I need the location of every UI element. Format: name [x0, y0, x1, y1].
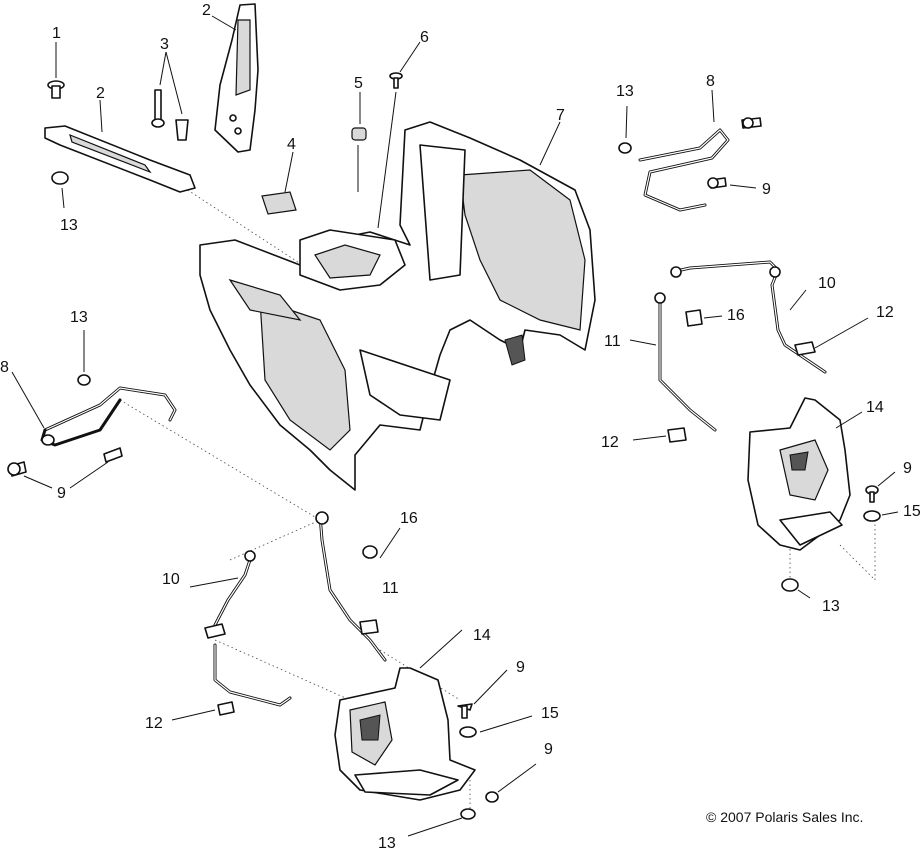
- callout-9-left: 9: [57, 485, 66, 502]
- callout-4: 4: [287, 136, 296, 153]
- callout-12-right-lower: 12: [601, 434, 619, 451]
- callout-12-right-upper: 12: [876, 304, 894, 321]
- callout-13-right-upper: 13: [616, 83, 634, 100]
- callout-2-upright: 2: [202, 2, 211, 19]
- callout-1: 1: [52, 25, 61, 42]
- part-6-screw: [377, 41, 421, 229]
- callout-5: 5: [354, 75, 363, 92]
- callout-15-lower: 15: [541, 705, 559, 722]
- rod-linkage-right: [629, 260, 869, 443]
- callout-13-upper-left: 13: [60, 217, 78, 234]
- callout-11-right: 11: [604, 333, 621, 350]
- part-14-side-panel-lower: [334, 629, 537, 837]
- copyright-notice: © 2007 Polaris Sales Inc.: [706, 809, 863, 825]
- callout-9-lower-a: 9: [516, 659, 525, 676]
- part-7-leader: [539, 121, 561, 166]
- assembly-guide-lines: [119, 184, 876, 810]
- callout-16-right: 16: [727, 307, 745, 324]
- part-8-handle-right: [618, 89, 762, 212]
- callout-9-right-upper: 9: [762, 181, 771, 198]
- callout-6: 6: [420, 29, 429, 46]
- callout-10-right: 10: [818, 275, 836, 292]
- part-13-washer-upper-left: [51, 171, 69, 209]
- callout-10-lower: 10: [162, 571, 180, 588]
- callout-9-lower-b: 9: [544, 741, 553, 758]
- callout-7: 7: [556, 107, 565, 124]
- callout-12-lower: 12: [145, 715, 163, 732]
- callout-13-left: 13: [70, 309, 88, 326]
- callout-2-left: 2: [96, 85, 105, 102]
- part-1-push-rivet: [47, 42, 65, 99]
- callout-13-right-lower: 13: [822, 598, 840, 615]
- part-14-side-panel-right: [747, 397, 899, 599]
- callout-14-right: 14: [866, 399, 884, 416]
- callout-8-right: 8: [706, 73, 715, 90]
- callout-9-right-lower: 9: [903, 460, 912, 477]
- part-4-decal: [261, 151, 297, 215]
- callout-3: 3: [160, 36, 169, 53]
- front-fender-assembly: [199, 121, 596, 491]
- callout-8-left: 8: [0, 359, 9, 376]
- part-2-bracket-left: [44, 99, 196, 193]
- callout-14-lower: 14: [473, 627, 491, 644]
- callout-13-lower: 13: [378, 835, 396, 849]
- part-5-grommet: [351, 92, 367, 192]
- callout-11-lower: 11: [382, 580, 399, 597]
- callout-15-right: 15: [903, 503, 921, 520]
- part-8-handle-left: [7, 330, 177, 489]
- rod-linkage-lower: [171, 511, 401, 721]
- part-2-bracket-upright: [211, 3, 259, 153]
- callout-16-lower: 16: [400, 510, 418, 527]
- part-3-fasteners: [151, 51, 189, 141]
